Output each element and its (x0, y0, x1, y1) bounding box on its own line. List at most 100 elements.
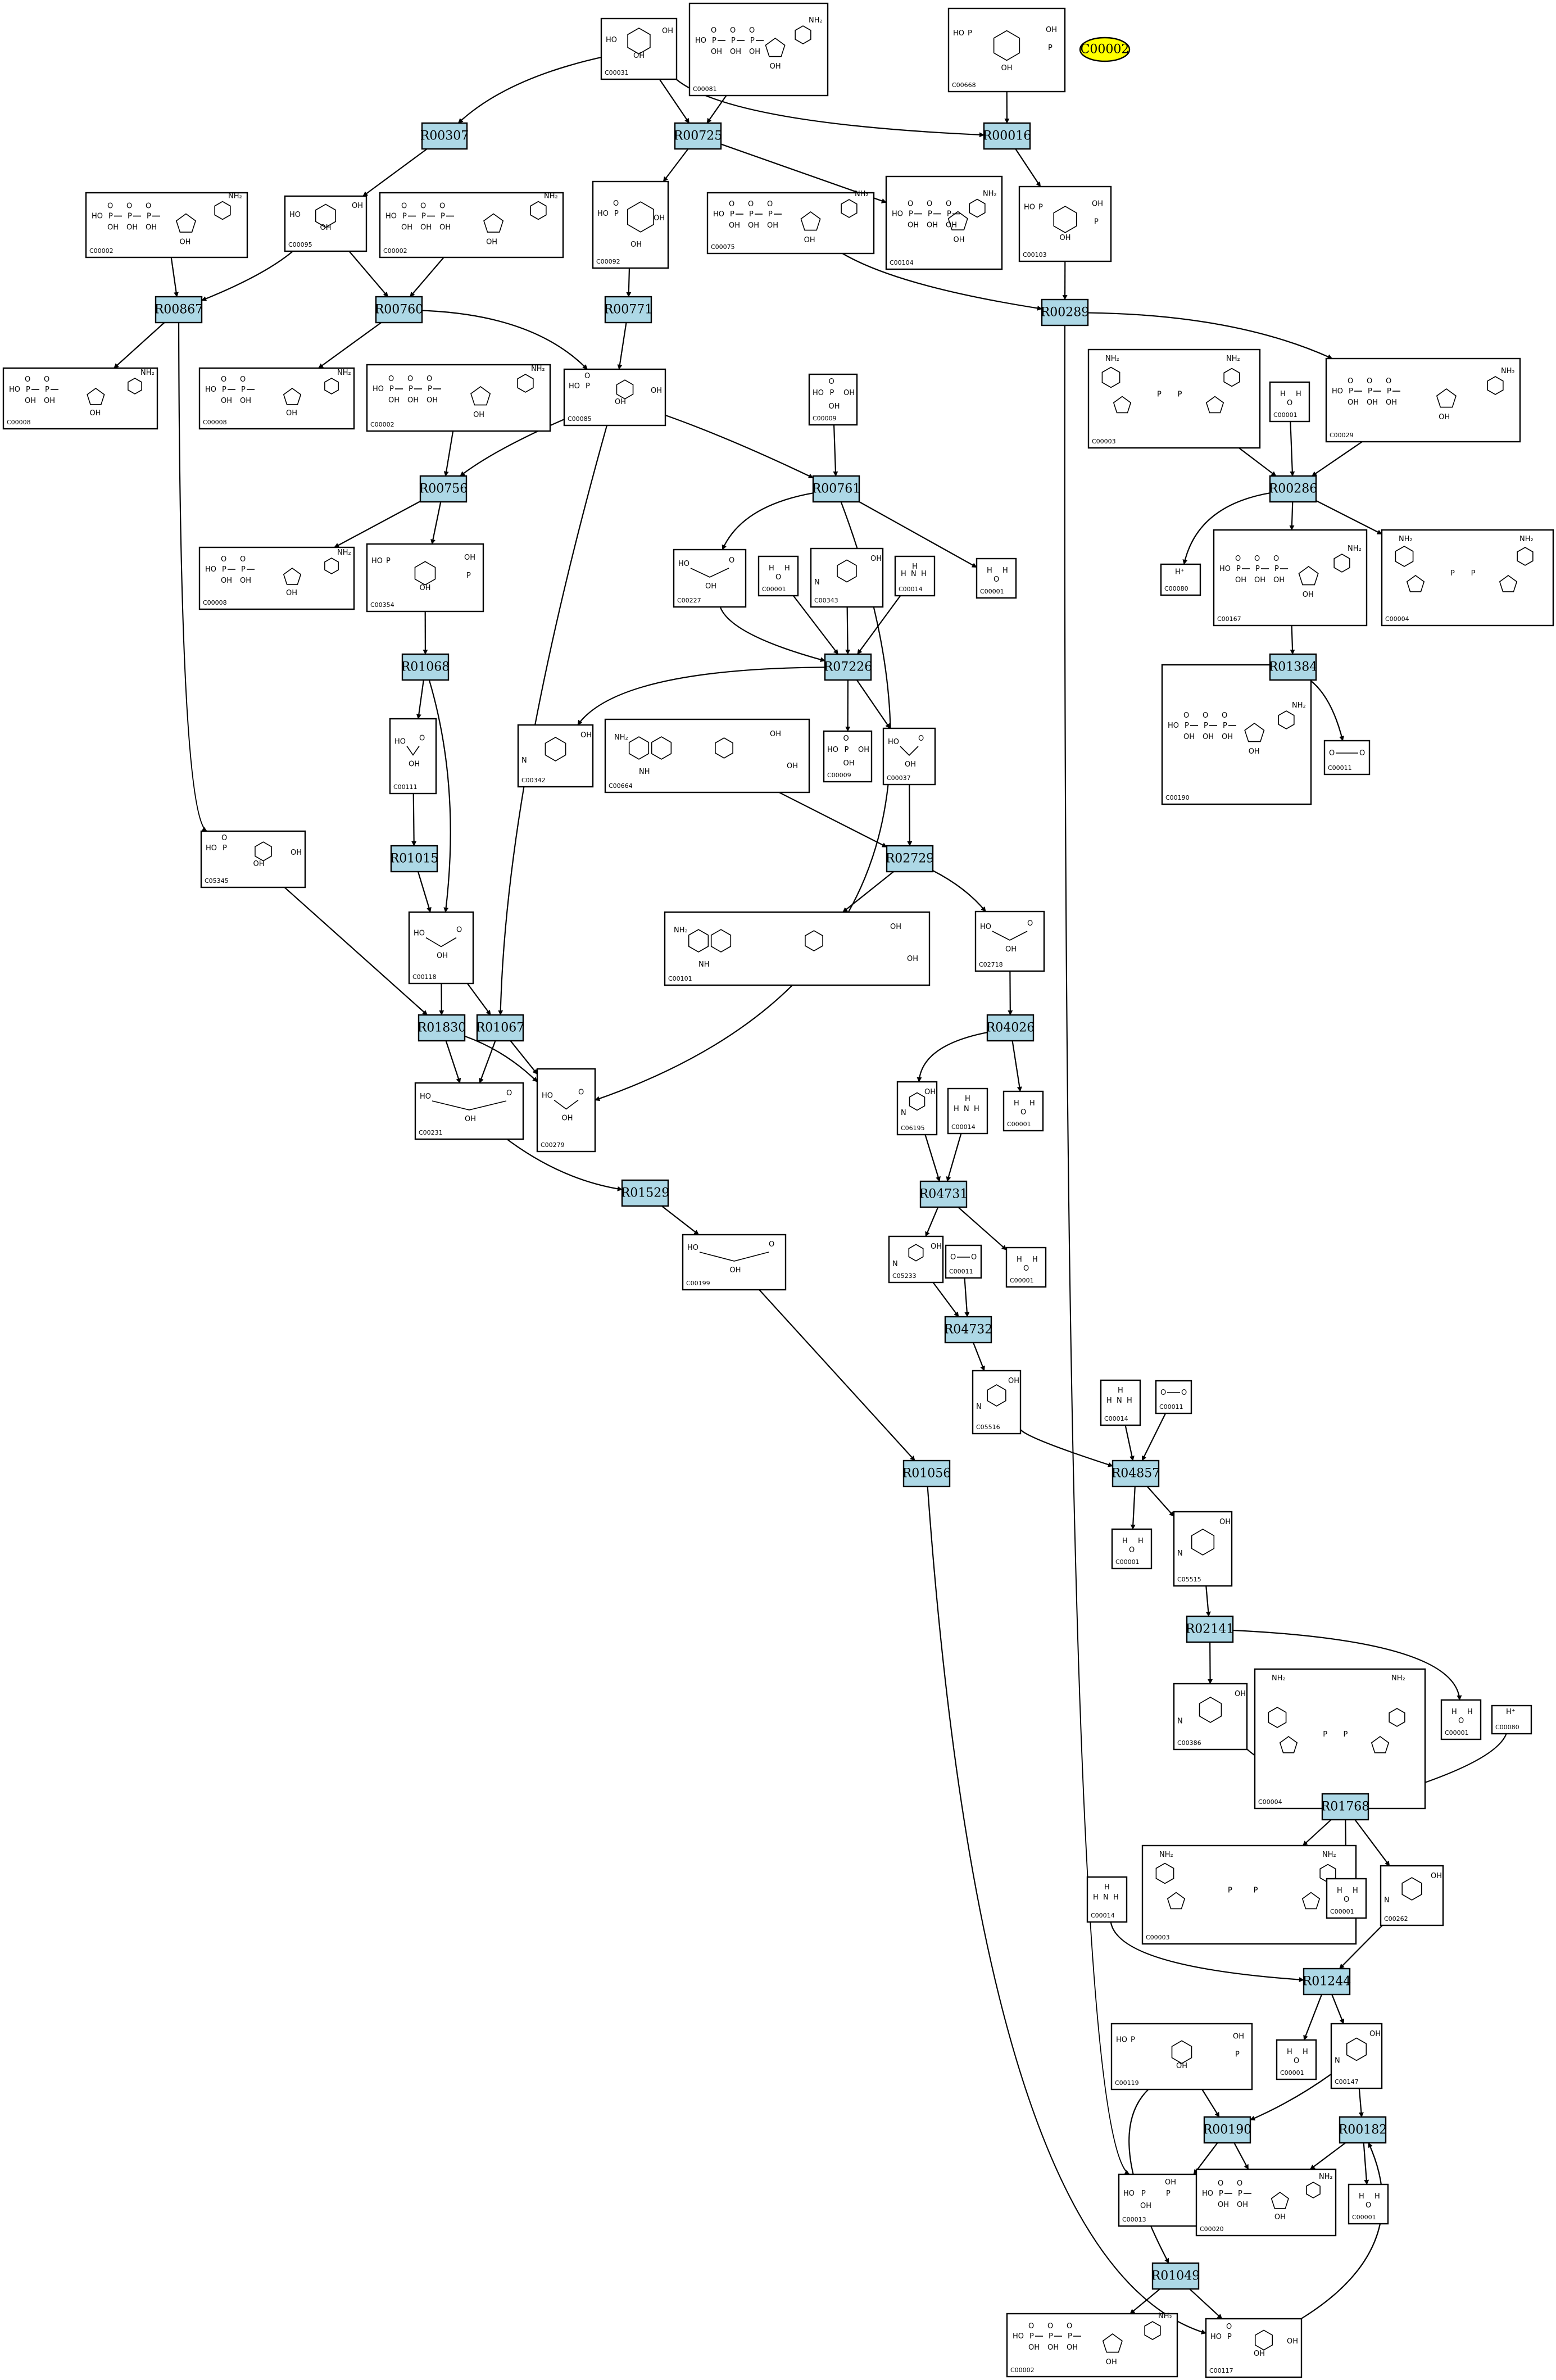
reaction-node[interactable]: R00182 (1339, 2116, 1387, 2144)
highlight-node-c00002[interactable]: C00002 (1079, 37, 1131, 62)
reaction-node[interactable]: R02141 (1186, 1615, 1235, 1643)
reaction-node[interactable]: R07226 (824, 653, 873, 681)
reaction-node[interactable]: R01068 (401, 653, 450, 681)
reaction-node[interactable]: R00190 (1203, 2116, 1252, 2144)
reaction-node[interactable]: R01056 (902, 1459, 951, 1488)
reaction-node[interactable]: R00286 (1269, 475, 1318, 503)
reaction-node[interactable]: R00756 (419, 475, 468, 503)
reaction-node[interactable]: R04732 (944, 1316, 993, 1344)
reaction-node[interactable]: R01768 (1321, 1793, 1370, 1821)
reaction-node[interactable]: R02729 (886, 845, 934, 873)
reaction-node[interactable]: R01015 (390, 845, 439, 873)
reaction-node[interactable]: R04026 (986, 1014, 1035, 1042)
reaction-node[interactable]: R00016 (983, 122, 1032, 150)
reaction-node[interactable]: R00760 (375, 296, 424, 324)
reaction-node[interactable]: R01049 (1151, 2262, 1200, 2290)
reaction-node[interactable]: R01830 (418, 1014, 466, 1042)
reaction-node[interactable]: R01384 (1269, 653, 1318, 681)
reaction-node[interactable]: R04857 (1112, 1459, 1160, 1488)
reaction-node[interactable]: R01067 (476, 1014, 525, 1042)
reaction-node[interactable]: R00771 (604, 296, 653, 324)
compound-node[interactable]: H⁺C00080 (1491, 1704, 1532, 1735)
reaction-node[interactable]: R00725 (674, 122, 723, 150)
reaction-node[interactable]: R01529 (621, 1179, 670, 1207)
reaction-node[interactable]: R00867 (155, 296, 203, 324)
reaction-node[interactable]: R01244 (1303, 1968, 1351, 1996)
reaction-node[interactable]: R00307 (420, 122, 469, 150)
reaction-node[interactable]: R00289 (1041, 298, 1090, 327)
reaction-node[interactable]: R00761 (812, 475, 861, 503)
compound-node[interactable]: H⁺C00080 (1160, 563, 1201, 596)
reaction-node[interactable]: R04731 (919, 1180, 968, 1208)
